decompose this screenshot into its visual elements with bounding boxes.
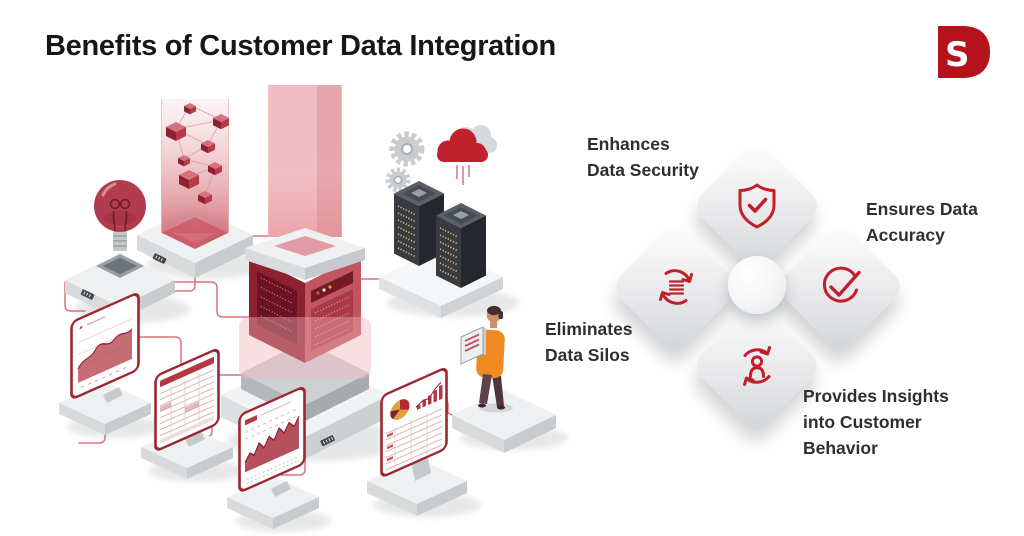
benefit-label-customer-insights: Provides Insights into Customer Behavior [803,386,949,458]
laptop-spreadsheet [141,348,233,479]
benefit-label-data-security: Enhances Data Security [587,134,699,180]
analyst-person [452,305,556,453]
person-refresh-icon [743,346,771,386]
brand-logo: S [938,26,990,78]
laptop-stock-chart [227,387,319,529]
benefit-label-data-silos: Eliminates Data Silos [545,319,633,365]
integration-illustration [59,85,568,532]
hub-circle [728,256,786,314]
cloud-icon [437,125,497,185]
shield-check-icon [738,183,776,229]
server-rack [436,203,486,288]
benefit-label-data-accuracy: Ensures Data Accuracy [866,199,978,245]
logo-d-icon [938,26,990,78]
dashboard-monitor [367,368,467,516]
check-circle-icon [822,266,861,303]
page-title: Benefits of Customer Data Integration [45,30,556,62]
gear-icon [385,131,425,193]
light-bulb-icon [94,180,146,251]
sync-list-icon [659,269,693,305]
logo-s-letter: S [945,35,970,75]
cloud-processing-group [379,125,503,318]
data-cubes-platform [137,99,253,278]
floating-data-cubes [166,103,229,205]
held-report-board [460,326,486,365]
laptop-analytics [59,293,151,435]
